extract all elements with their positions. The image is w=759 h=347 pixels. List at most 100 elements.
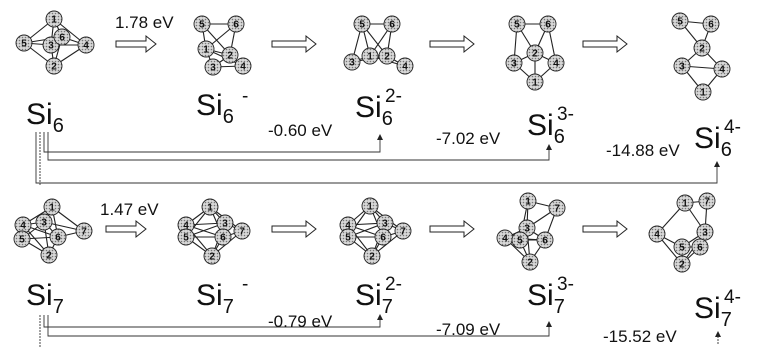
atom-index-label: 2 — [227, 51, 233, 62]
si-atom — [201, 198, 219, 216]
row1-transition-energy: 1.78 eV — [115, 13, 174, 32]
atom-index-label: 7 — [400, 227, 406, 238]
row2-transition-energy: 1.47 eV — [100, 200, 159, 219]
si-atom — [45, 10, 63, 28]
atom-index-label: 5 — [517, 236, 523, 247]
atom-index-label: 6 — [380, 233, 386, 244]
si-atom — [343, 53, 361, 71]
atom-index-label: 3 — [210, 63, 216, 74]
atom-index-label: 5 — [199, 20, 205, 31]
atom-index-label: 1 — [700, 88, 706, 99]
si-atom — [673, 255, 691, 273]
atom-index-label: 7 — [704, 197, 710, 208]
si-atom — [702, 15, 720, 33]
si-atom — [49, 228, 67, 246]
process-arrow-row2-3 — [429, 219, 475, 239]
si-atom — [511, 231, 529, 249]
atom-index-label: 3 — [679, 62, 685, 73]
atom-index-label: 2 — [51, 62, 57, 73]
atom-index-label: 2 — [679, 260, 685, 271]
formula-si6-anion: Si6 - — [196, 86, 248, 128]
si-atom — [505, 54, 523, 72]
row1-energy-to-dianion: -0.60 eV — [268, 121, 333, 140]
si-atom — [374, 228, 392, 246]
svg-text:4-: 4- — [724, 287, 741, 308]
row2-energy-to-trianion: -7.09 eV — [436, 320, 501, 339]
si-atom — [693, 39, 711, 57]
svg-text:-: - — [242, 86, 248, 107]
si-atom — [519, 192, 537, 210]
atom-index-label: 4 — [502, 234, 508, 245]
si-atom — [75, 222, 93, 240]
atom-index-label: 4 — [183, 221, 189, 232]
process-arrow-row2-2 — [271, 219, 317, 239]
si-atom — [394, 222, 412, 240]
si-atom — [671, 12, 689, 30]
atom-index-label: 3 — [382, 219, 388, 230]
svg-text:Si6: Si6 — [527, 109, 565, 148]
svg-text:Si6: Si6 — [694, 122, 732, 161]
si-atom — [548, 199, 566, 217]
atom-index-label: 4 — [654, 230, 660, 241]
atom-index-label: 2 — [209, 252, 215, 263]
formula-si7-anion: Si7 - — [196, 274, 248, 318]
atom-index-label: 1 — [207, 203, 213, 214]
atom-index-label: 6 — [59, 33, 65, 44]
atom-index-label: 2 — [384, 52, 390, 63]
si-atom — [353, 15, 371, 33]
atom-index-label: 3 — [48, 41, 54, 52]
si-atom — [339, 228, 357, 246]
svg-text:Si7: Si7 — [26, 279, 64, 318]
atom-index-label: 1 — [367, 202, 373, 213]
atom-index-label: 4 — [83, 41, 89, 52]
atom-index-label: 4 — [719, 65, 725, 76]
atom-index-label: 6 — [542, 236, 548, 247]
formula-si7-tetraanion: Si7 4- — [694, 287, 741, 331]
atom-index-label: 5 — [514, 20, 520, 31]
si-atom — [204, 58, 222, 76]
si-atom — [233, 222, 251, 240]
si-atom — [234, 57, 252, 75]
atom-index-label: 3 — [524, 224, 530, 235]
si-atom — [35, 213, 53, 231]
atom-index-label: 4 — [402, 62, 408, 73]
process-arrow-row2-1 — [105, 219, 147, 239]
si-atom — [378, 47, 396, 65]
atom-index-label: 5 — [21, 39, 27, 50]
atom-index-label: 7 — [554, 204, 560, 215]
svg-text:Si6: Si6 — [355, 91, 393, 130]
atom-index-label: 1 — [203, 45, 209, 56]
si-atom — [536, 231, 554, 249]
atom-index-label: 5 — [345, 233, 351, 244]
svg-text:Si6: Si6 — [196, 89, 234, 128]
si-atom — [40, 246, 58, 264]
si-atom — [696, 223, 714, 241]
svg-text:Si6: Si6 — [26, 98, 64, 137]
atom-index-label: 3 — [349, 58, 355, 69]
svg-text:2-: 2- — [385, 86, 402, 107]
si-atom — [713, 60, 731, 78]
atom-index-label: 6 — [389, 20, 395, 31]
svg-text:Si7: Si7 — [355, 279, 393, 318]
atom-index-label: 6 — [708, 20, 714, 31]
si-atom — [676, 194, 694, 212]
atom-index-label: 2 — [527, 258, 533, 269]
atom-index-label: 2 — [46, 251, 52, 262]
atom-index-label: 2 — [532, 49, 538, 60]
si-atom — [361, 47, 379, 65]
si-atom — [45, 57, 63, 75]
process-arrow-row1-3 — [429, 34, 475, 54]
formula-si7-dianion: Si7 2- — [355, 274, 402, 318]
atom-index-label: 3 — [511, 59, 517, 70]
process-arrow-row1-4 — [582, 34, 628, 54]
svg-text:Si7: Si7 — [527, 279, 565, 318]
si-atom — [363, 247, 381, 265]
